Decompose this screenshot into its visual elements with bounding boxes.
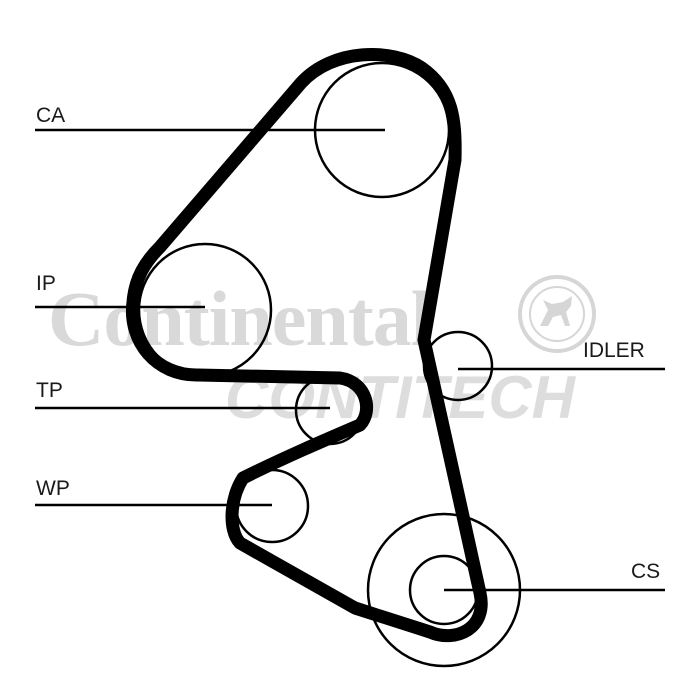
watermark-brand: Continental [48,275,432,362]
timing-belt [125,48,488,643]
tp-pulley [294,374,366,446]
horse-seal-logo [518,275,596,353]
ca-label: CA [36,104,65,127]
idler-label: IDLER [583,339,645,362]
cs-label: CS [631,560,660,583]
ip-pulley [137,242,273,378]
tp-label: TP [36,379,63,402]
ip-label: IP [36,272,56,295]
wp-label: WP [36,477,70,500]
idler-pulley [422,330,494,402]
